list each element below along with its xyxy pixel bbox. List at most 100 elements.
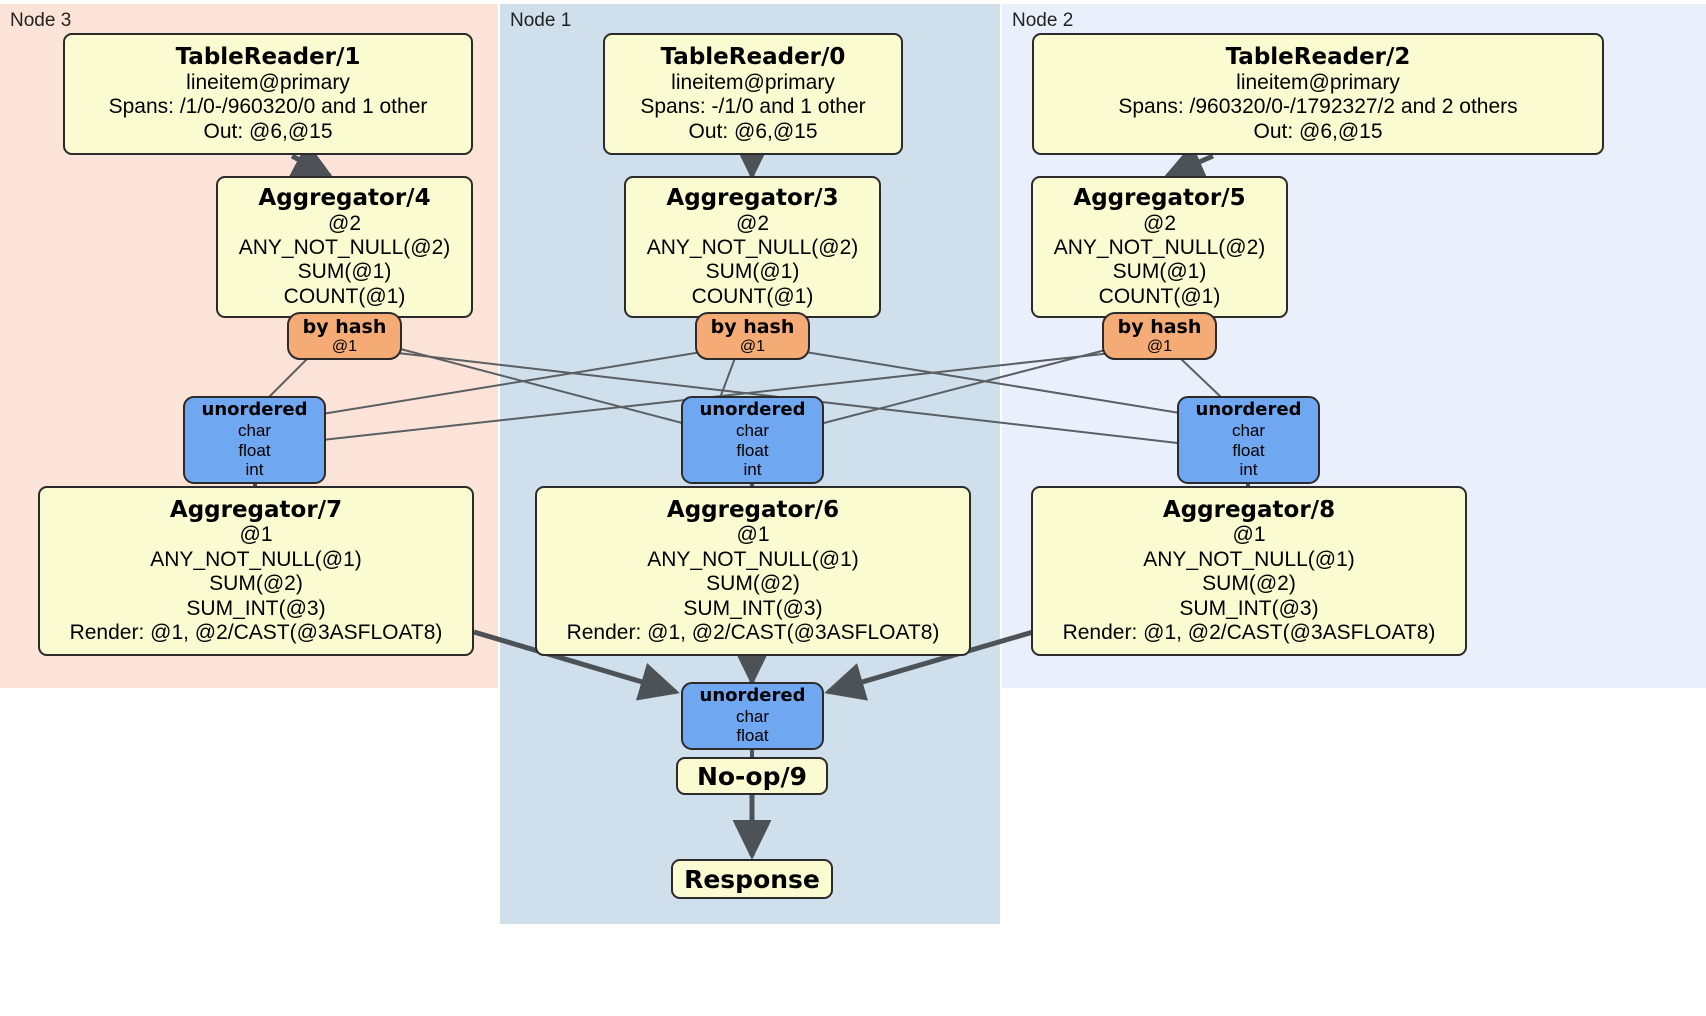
processor-title: Aggregator/4 — [258, 184, 431, 211]
processor-detail: @2 — [736, 211, 769, 235]
node-panel-label: Node 3 — [10, 10, 72, 31]
processor-detail: ANY_NOT_NULL(@1) — [647, 547, 859, 571]
receiver-title: unordered — [201, 398, 308, 420]
receiver-type: float — [736, 726, 769, 746]
receiver-type: int — [743, 460, 762, 480]
router-by-hash-5[interactable]: by hash @1 — [1102, 312, 1217, 360]
router-detail: @1 — [331, 337, 358, 355]
processor-aggregator-6[interactable]: Aggregator/6 @1 ANY_NOT_NULL(@1) SUM(@2)… — [535, 486, 971, 656]
receiver-title: unordered — [1195, 398, 1302, 420]
processor-title: No-op/9 — [696, 761, 808, 791]
processor-title: Response — [684, 864, 820, 894]
edge-hash3-recv6 — [719, 357, 736, 399]
processor-tablereader-0[interactable]: TableReader/0 lineitem@primary Spans: -/… — [603, 33, 903, 155]
processor-title: Aggregator/6 — [666, 496, 840, 523]
processor-render: Render: @1, @2/CAST(@3ASFLOAT8) — [1062, 620, 1436, 644]
processor-aggregator-8[interactable]: Aggregator/8 @1 ANY_NOT_NULL(@1) SUM(@2)… — [1031, 486, 1467, 656]
router-detail: @1 — [1146, 337, 1173, 355]
router-title: by hash — [710, 315, 795, 338]
processor-title: Aggregator/7 — [169, 496, 343, 523]
processor-detail: SUM_INT(@3) — [1179, 596, 1319, 620]
processor-detail: @1 — [736, 523, 770, 547]
processor-aggregator-5[interactable]: Aggregator/5 @2 ANY_NOT_NULL(@2) SUM(@1)… — [1031, 176, 1288, 318]
edge-hash5-recv8 — [1179, 357, 1223, 399]
processor-detail: SUM(@2) — [1202, 572, 1296, 596]
processor-detail: @2 — [1143, 211, 1176, 235]
processor-title: TableReader/1 — [175, 44, 361, 71]
processor-response[interactable]: Response — [671, 859, 833, 899]
processor-aggregator-3[interactable]: Aggregator/3 @2 ANY_NOT_NULL(@2) SUM(@1)… — [624, 176, 881, 318]
edge-hash4-recv6 — [388, 345, 687, 425]
processor-detail: ANY_NOT_NULL(@1) — [150, 547, 362, 571]
node-panel-label: Node 2 — [1012, 10, 1074, 31]
processor-render: Render: @1, @2/CAST(@3ASFLOAT8) — [566, 620, 940, 644]
processor-aggregator-4[interactable]: Aggregator/4 @2 ANY_NOT_NULL(@2) SUM(@1)… — [216, 176, 473, 318]
processor-detail: Spans: /1/0-/960320/0 and 1 other — [108, 95, 428, 119]
processor-noop-9[interactable]: No-op/9 — [676, 757, 828, 795]
processor-detail: ANY_NOT_NULL(@2) — [238, 235, 451, 259]
processor-detail: SUM(@2) — [706, 572, 800, 596]
edge-tr2-agg5 — [1163, 143, 1214, 180]
processor-detail: COUNT(@1) — [283, 284, 406, 308]
node-panel-label: Node 1 — [510, 10, 572, 31]
processor-title: Aggregator/3 — [666, 184, 839, 211]
processor-aggregator-7[interactable]: Aggregator/7 @1 ANY_NOT_NULL(@1) SUM(@2)… — [38, 486, 474, 656]
processor-detail: SUM_INT(@3) — [186, 596, 326, 620]
processor-detail: @1 — [239, 523, 273, 547]
processor-detail: lineitem@primary — [186, 70, 350, 94]
processor-detail: ANY_NOT_NULL(@1) — [1143, 547, 1355, 571]
edge-hash3-recv8 — [792, 349, 1187, 415]
processor-detail: ANY_NOT_NULL(@2) — [646, 235, 859, 259]
processor-detail: lineitem@primary — [671, 70, 835, 94]
processor-detail: Spans: /960320/0-/1792327/2 and 2 others — [1118, 95, 1518, 119]
receiver-type: char — [237, 420, 272, 440]
router-detail: @1 — [739, 337, 766, 355]
processor-detail: Out: @6,@15 — [1253, 119, 1383, 143]
router-by-hash-3[interactable]: by hash @1 — [695, 312, 810, 360]
receiver-type: char — [735, 706, 770, 726]
receiver-unordered-8[interactable]: unordered char float int — [1177, 396, 1320, 484]
processor-detail: SUM(@1) — [297, 260, 392, 284]
edge-hash3-recv7 — [321, 349, 715, 415]
receiver-title: unordered — [699, 684, 806, 706]
processor-detail: COUNT(@1) — [691, 284, 814, 308]
processor-detail: SUM(@1) — [705, 260, 800, 284]
receiver-unordered-6[interactable]: unordered char float int — [681, 396, 824, 484]
receiver-type: char — [735, 420, 770, 440]
processor-detail: @1 — [1232, 523, 1266, 547]
edge-tr1-agg4 — [289, 141, 334, 179]
edge-agg7-recv9 — [473, 629, 680, 701]
receiver-type: int — [1239, 460, 1258, 480]
router-by-hash-4[interactable]: by hash @1 — [287, 312, 402, 360]
receiver-type: float — [1232, 440, 1265, 460]
processor-render: Render: @1, @2/CAST(@3ASFLOAT8) — [69, 620, 443, 644]
receiver-title: unordered — [699, 398, 806, 420]
processor-title: Aggregator/8 — [1162, 496, 1336, 523]
receiver-type: char — [1231, 420, 1266, 440]
router-title: by hash — [302, 315, 387, 338]
receiver-type: float — [736, 440, 769, 460]
edge-hash5-recv6 — [819, 345, 1122, 425]
processor-detail: SUM_INT(@3) — [683, 596, 823, 620]
processor-tablereader-1[interactable]: TableReader/1 lineitem@primary Spans: /1… — [63, 33, 473, 155]
processor-detail: Out: @6,@15 — [688, 119, 818, 143]
processor-detail: SUM(@2) — [209, 572, 303, 596]
processor-title: TableReader/2 — [1225, 44, 1411, 71]
receiver-type: float — [238, 440, 271, 460]
router-title: by hash — [1117, 315, 1202, 338]
processor-detail: Spans: -/1/0 and 1 other — [640, 95, 866, 119]
processor-detail: ANY_NOT_NULL(@2) — [1053, 235, 1266, 259]
edge-hash4-recv7 — [267, 357, 309, 399]
receiver-unordered-7[interactable]: unordered char float int — [183, 396, 326, 484]
processor-title: TableReader/0 — [660, 44, 846, 71]
edge-agg8-recv9 — [824, 629, 1034, 701]
processor-detail: SUM(@1) — [1112, 260, 1207, 284]
processor-detail: @2 — [328, 211, 361, 235]
receiver-type: int — [245, 460, 264, 480]
processor-detail: Out: @6,@15 — [203, 119, 333, 143]
processor-title: Aggregator/5 — [1073, 184, 1246, 211]
receiver-unordered-9[interactable]: unordered char float — [681, 682, 824, 750]
processor-tablereader-2[interactable]: TableReader/2 lineitem@primary Spans: /9… — [1032, 33, 1604, 155]
processor-detail: COUNT(@1) — [1098, 284, 1221, 308]
